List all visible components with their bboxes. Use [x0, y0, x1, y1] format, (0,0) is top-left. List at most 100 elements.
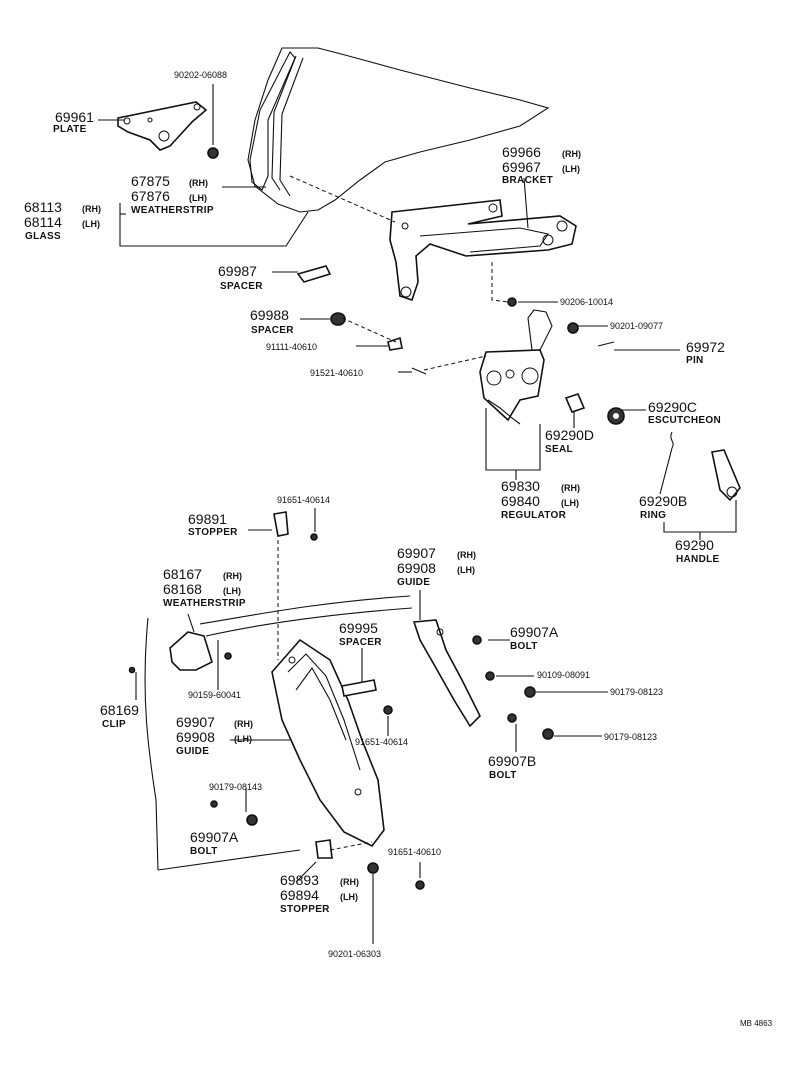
label-69894-lh: (LH): [340, 892, 358, 902]
front-guide-drawing: [271, 638, 385, 848]
label-spacer-3: SPACER: [339, 637, 382, 648]
ring-drawing: [659, 431, 674, 495]
lower-hardware-drawings: [128, 635, 554, 890]
label-69893-rh: (RH): [340, 877, 359, 887]
footer-code: MB 4863: [740, 1019, 773, 1028]
label-90179-08123-b: 90179-08123: [604, 732, 657, 742]
label-90179-08143: 90179-08143: [209, 782, 262, 792]
label-91651-40614-mid: 91651-40614: [355, 737, 408, 747]
label-68168: 68168: [163, 581, 202, 597]
label-68113-rh: (RH): [82, 204, 101, 214]
label-69908-rear-lh: (LH): [457, 565, 475, 575]
label-glass: GLASS: [25, 231, 61, 242]
label-68167: 68167: [163, 566, 202, 582]
label-68169: 68169: [100, 702, 139, 718]
handle-drawing: [711, 449, 741, 502]
rear-guide-drawing: [412, 619, 481, 728]
label-69907a-top: 69907A: [510, 624, 559, 640]
label-guide-1: GUIDE: [397, 577, 430, 588]
label-69907-front: 69907: [176, 714, 215, 730]
label-67875: 67875: [131, 173, 170, 189]
label-67875-rh: (RH): [189, 178, 208, 188]
regulator-drawing: [479, 309, 553, 425]
weatherstrip-68167-drawing: [169, 595, 413, 671]
bracket-drawing: [389, 199, 577, 302]
label-90201-09077: 90201-09077: [610, 321, 663, 331]
spacer-69995-drawing: [341, 679, 377, 697]
label-spacer-1: SPACER: [220, 281, 263, 292]
label-69908-rear: 69908: [397, 560, 436, 576]
label-91111-40610: 91111-40610: [266, 342, 317, 352]
label-90109-08091: 90109-08091: [537, 670, 590, 680]
label-69988: 69988: [250, 307, 289, 323]
label-69830: 69830: [501, 478, 540, 494]
label-ring: RING: [640, 510, 666, 521]
label-69908-front: 69908: [176, 729, 215, 745]
screw-91521-drawing: [411, 367, 427, 375]
label-plate: PLATE: [53, 124, 87, 135]
label-67876-lh: (LH): [189, 193, 207, 203]
label-69290: 69290: [675, 537, 714, 553]
label-69894: 69894: [280, 887, 319, 903]
door-glass-drawing: [247, 47, 550, 213]
bolt-91111-drawing: [387, 336, 403, 351]
label-69290b: 69290B: [639, 493, 687, 509]
label-69840-lh: (LH): [561, 498, 579, 508]
plate-drawing: [117, 101, 208, 151]
pin-drawing: [597, 341, 615, 347]
label-69893: 69893: [280, 872, 319, 888]
label-68168-lh: (LH): [223, 586, 241, 596]
label-regulator: REGULATOR: [501, 510, 567, 521]
label-69907b: 69907B: [488, 753, 536, 769]
label-bracket: BRACKET: [502, 175, 553, 186]
label-69830-rh: (RH): [561, 483, 580, 493]
label-weatherstrip-2: WEATHERSTRIP: [163, 598, 246, 609]
dashed-leaders: [277, 175, 509, 851]
label-69995: 69995: [339, 620, 378, 636]
label-91651-40614-top: 91651-40614: [277, 495, 330, 505]
label-69967-lh: (LH): [562, 164, 580, 174]
label-68114-lh: (LH): [82, 219, 100, 229]
label-91651-40610: 91651-40610: [388, 847, 441, 857]
label-stopper-1: STOPPER: [188, 527, 238, 538]
label-clip: CLIP: [102, 719, 126, 730]
nut-drawing: [207, 84, 219, 159]
label-69290c: 69290C: [648, 399, 697, 415]
nut-90206-drawing: [507, 297, 517, 307]
washer-90201-drawing: [567, 322, 579, 334]
label-bolt-3: BOLT: [190, 846, 218, 857]
label-69966-rh: (RH): [562, 149, 581, 159]
label-90206-10014: 90206-10014: [560, 297, 613, 307]
label-spacer-2: SPACER: [251, 325, 294, 336]
label-68114: 68114: [24, 214, 62, 230]
label-pin: PIN: [686, 355, 704, 366]
label-bolt-2: BOLT: [489, 770, 517, 781]
label-handle: HANDLE: [676, 554, 719, 565]
label-69907-rear-rh: (RH): [457, 550, 476, 560]
stopper-69891-drawing: [273, 511, 318, 541]
label-69891: 69891: [188, 511, 227, 527]
door-outline: [144, 617, 301, 871]
label-guide-2: GUIDE: [176, 746, 209, 757]
label-seal: SEAL: [545, 444, 573, 455]
label-91521-40610: 91521-40610: [310, 368, 363, 378]
label-69290d: 69290D: [545, 427, 594, 443]
label-69907-rear: 69907: [397, 545, 436, 561]
label-stopper-2: STOPPER: [280, 904, 330, 915]
label-90179-08123-a: 90179-08123: [610, 687, 663, 697]
leader-lines: [98, 119, 737, 944]
spacer-69987-drawing: [296, 265, 332, 283]
spacer-69988-drawing: [330, 312, 346, 326]
label-escutcheon: ESCUTCHEON: [648, 415, 721, 426]
label-69961: 69961: [55, 109, 94, 125]
label-68167-rh: (RH): [223, 571, 242, 581]
label-69907a-bottom: 69907A: [190, 829, 239, 845]
label-weatherstrip-1: WEATHERSTRIP: [131, 205, 214, 216]
seal-drawing: [564, 393, 586, 413]
label-69908-front-lh: (LH): [234, 734, 252, 744]
label-69967: 69967: [502, 159, 541, 175]
label-67876: 67876: [131, 188, 170, 204]
label-69972: 69972: [686, 339, 725, 355]
label-68113: 68113: [24, 199, 62, 215]
